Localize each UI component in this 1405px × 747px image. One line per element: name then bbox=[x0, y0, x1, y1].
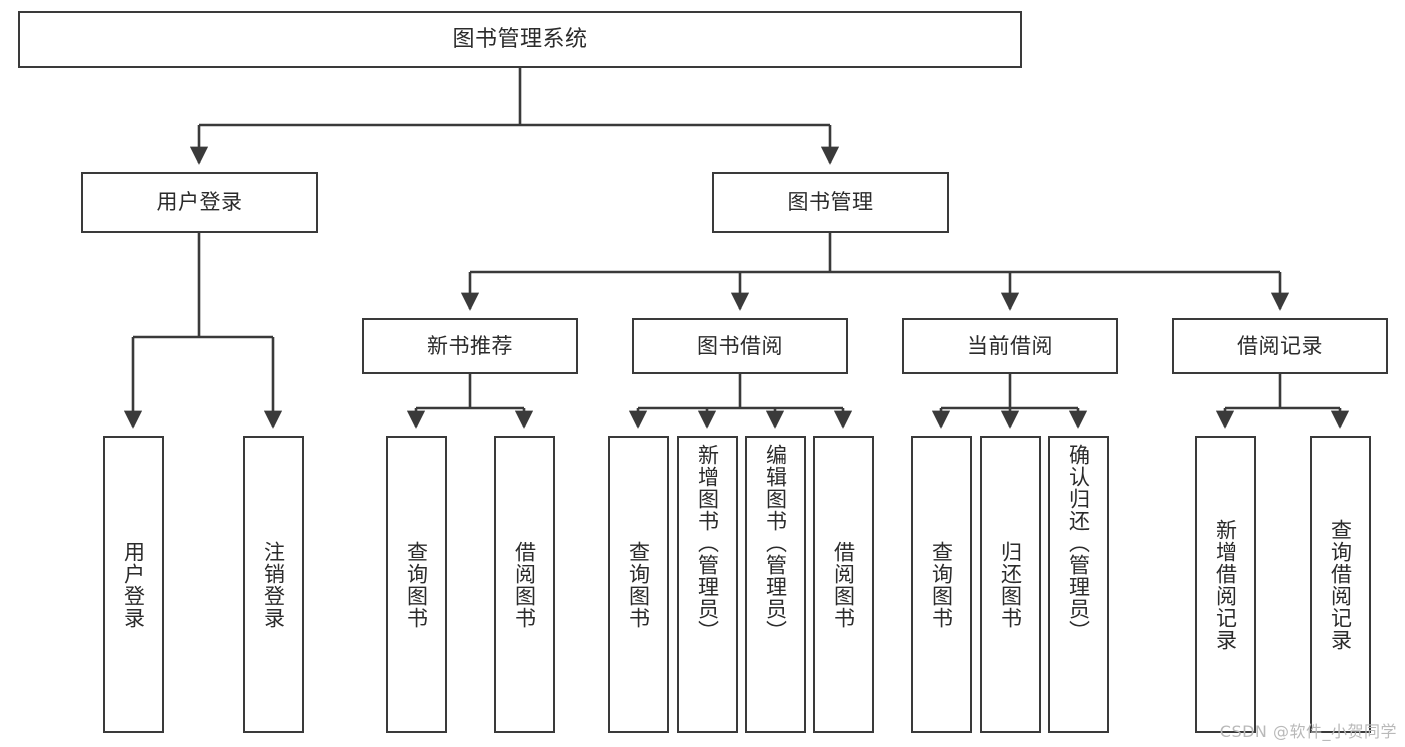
node-label: 图书管理系统 bbox=[452, 26, 588, 52]
node-label: 借阅图书 bbox=[512, 540, 537, 629]
node-book-manage[interactable]: 图书管理 bbox=[712, 172, 949, 233]
node-root-system[interactable]: 图书管理系统 bbox=[18, 11, 1022, 68]
node-leaf-query-book-1[interactable]: 查询图书 bbox=[386, 436, 447, 733]
node-label: 用户登录 bbox=[121, 540, 146, 629]
node-leaf-add-record[interactable]: 新增借阅记录 bbox=[1195, 436, 1256, 733]
node-label: 归还图书 bbox=[998, 540, 1023, 629]
node-label: 查询图书 bbox=[626, 540, 651, 629]
node-label: 借阅图书 bbox=[831, 540, 856, 629]
node-new-book-recommend[interactable]: 新书推荐 bbox=[362, 318, 578, 374]
node-label: 新增图书（管理员） bbox=[695, 444, 720, 642]
node-leaf-borrow-book-2[interactable]: 借阅图书 bbox=[813, 436, 874, 733]
node-leaf-query-book-2[interactable]: 查询图书 bbox=[608, 436, 669, 733]
node-book-borrow[interactable]: 图书借阅 bbox=[632, 318, 848, 374]
node-label: 新增借阅记录 bbox=[1213, 518, 1238, 651]
node-label: 借阅记录 bbox=[1237, 333, 1323, 358]
node-label: 注销登录 bbox=[261, 540, 286, 629]
node-borrow-record[interactable]: 借阅记录 bbox=[1172, 318, 1388, 374]
node-label: 确认归还（管理员） bbox=[1066, 444, 1091, 642]
node-leaf-confirm-return[interactable]: 确认归还（管理员） bbox=[1048, 436, 1109, 733]
node-current-borrow[interactable]: 当前借阅 bbox=[902, 318, 1118, 374]
node-leaf-query-book-3[interactable]: 查询图书 bbox=[911, 436, 972, 733]
node-label: 图书管理 bbox=[787, 190, 874, 215]
csdn-watermark: CSDN @软件_小贺同学 bbox=[1219, 722, 1397, 741]
node-leaf-user-logout[interactable]: 注销登录 bbox=[243, 436, 304, 733]
node-leaf-borrow-book-1[interactable]: 借阅图书 bbox=[494, 436, 555, 733]
node-label: 查询图书 bbox=[929, 540, 954, 629]
node-label: 查询借阅记录 bbox=[1328, 518, 1353, 651]
node-leaf-edit-book[interactable]: 编辑图书（管理员） bbox=[745, 436, 806, 733]
node-label: 用户登录 bbox=[156, 190, 243, 215]
node-leaf-return-book[interactable]: 归还图书 bbox=[980, 436, 1041, 733]
node-user-login[interactable]: 用户登录 bbox=[81, 172, 318, 233]
node-label: 查询图书 bbox=[404, 540, 429, 629]
node-label: 新书推荐 bbox=[427, 333, 513, 358]
node-label: 当前借阅 bbox=[967, 333, 1053, 358]
node-leaf-query-record[interactable]: 查询借阅记录 bbox=[1310, 436, 1371, 733]
node-leaf-add-book[interactable]: 新增图书（管理员） bbox=[677, 436, 738, 733]
node-leaf-user-login[interactable]: 用户登录 bbox=[103, 436, 164, 733]
node-label: 图书借阅 bbox=[697, 333, 783, 358]
node-label: 编辑图书（管理员） bbox=[763, 444, 788, 642]
